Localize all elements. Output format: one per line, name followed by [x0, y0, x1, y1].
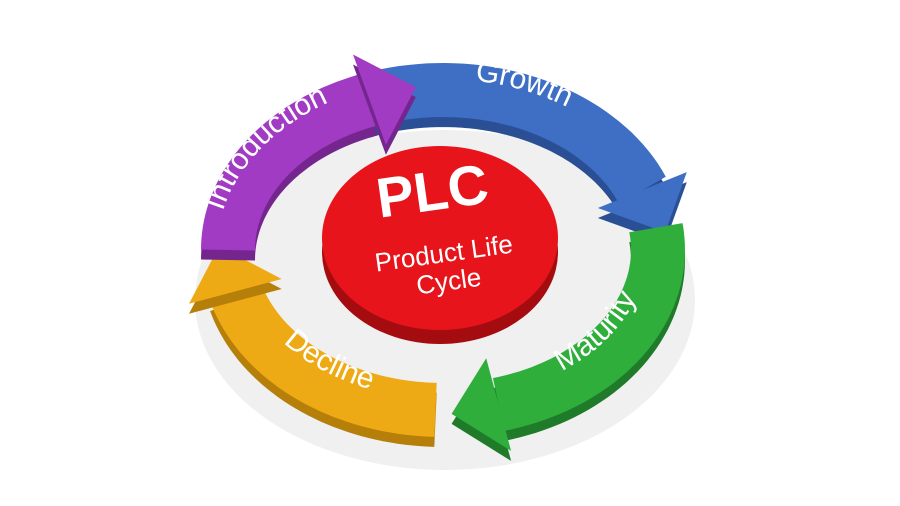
arrow-body [354, 62, 666, 204]
arrow-head [451, 358, 512, 451]
center-disk: PLC Product Life Cycle [322, 146, 558, 344]
arrow-head [189, 246, 282, 304]
arrow-head [353, 54, 416, 145]
arrow-body [492, 223, 686, 431]
arrow-body [210, 281, 437, 437]
arrow-body [201, 73, 378, 251]
arrow-head [597, 172, 687, 233]
center-title: PLC [372, 152, 492, 230]
